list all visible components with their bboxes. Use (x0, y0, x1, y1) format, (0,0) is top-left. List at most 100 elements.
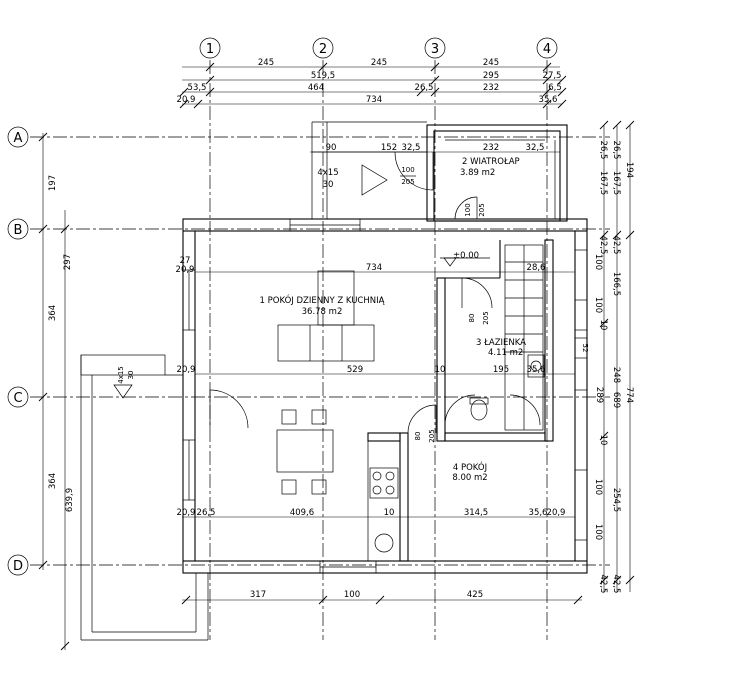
svg-text:35,6: 35,6 (529, 508, 548, 518)
svg-text:4x15: 4x15 (117, 366, 125, 384)
svg-text:100: 100 (593, 297, 603, 313)
svg-text:2: 2 (319, 42, 327, 57)
doors (209, 277, 541, 434)
svg-text:80: 80 (414, 432, 422, 441)
svg-text:100: 100 (464, 203, 472, 216)
svg-text:20,9: 20,9 (177, 508, 196, 518)
svg-text:30: 30 (127, 371, 135, 380)
svg-text:519,5: 519,5 (311, 71, 335, 81)
svg-text:295: 295 (483, 71, 499, 81)
svg-text:20,9: 20,9 (176, 265, 195, 275)
axis-bubble-c: C (7, 386, 29, 408)
svg-text:10: 10 (435, 365, 446, 375)
room-4-area: 8.00 m2 (452, 473, 487, 483)
svg-text:42,5: 42,5 (598, 575, 608, 594)
interior-dimensions: 90 152 32,5 232 32,5 734 27 20,9 28,6 20… (176, 143, 575, 518)
bottom-dimensions: 317 100 425 (181, 590, 583, 605)
room-1-name: 1 POKÓJ DZIENNY Z KUCHNIĄ (260, 294, 385, 306)
svg-text:364: 364 (48, 305, 58, 321)
left-dimensions: 197 297 364 364 639,9 (38, 132, 75, 651)
svg-text:35,6: 35,6 (527, 365, 546, 375)
svg-text:195: 195 (493, 365, 509, 375)
right-dimensions: 26,5 167,5 42,5 100 100 10 10 100 100 42… (593, 120, 635, 594)
svg-text:314,5: 314,5 (464, 508, 488, 518)
svg-text:529: 529 (347, 365, 363, 375)
svg-text:30: 30 (323, 180, 334, 190)
svg-text:245: 245 (258, 58, 274, 68)
interior-walls (367, 239, 554, 562)
axis-bubble-1: 1 (199, 37, 221, 59)
windows (182, 218, 588, 574)
room-labels: 1 POKÓJ DZIENNY Z KUCHNIĄ 36.78 m2 2 WIA… (260, 157, 527, 483)
svg-text:4x15: 4x15 (317, 168, 338, 178)
svg-text:27,5: 27,5 (543, 71, 562, 81)
svg-text:734: 734 (366, 263, 382, 273)
washbasin (527, 354, 545, 378)
svg-text:80: 80 (468, 314, 476, 323)
axis-bubble-3: 3 (424, 37, 446, 59)
svg-text:52: 52 (581, 344, 589, 353)
svg-text:205: 205 (428, 429, 436, 442)
axis-bubble-4: 4 (536, 37, 558, 59)
room-4-name: 4 POKÓJ (453, 461, 487, 473)
svg-text:317: 317 (250, 590, 266, 600)
door-tags: 100 205 100 205 80 205 80 205 (400, 166, 490, 443)
svg-text:364: 364 (48, 473, 58, 489)
svg-text:20,9: 20,9 (177, 95, 196, 105)
svg-text:100: 100 (593, 254, 603, 270)
svg-text:90: 90 (326, 143, 337, 153)
room-2-area: 3.89 m2 (460, 168, 495, 178)
top-dimensions: 245 245 245 519,5 295 27,5 53,5 464 26,5… (177, 58, 567, 109)
svg-text:20,9: 20,9 (547, 508, 566, 518)
svg-text:639,9: 639,9 (65, 488, 75, 512)
svg-text:42,5: 42,5 (611, 236, 621, 255)
svg-text:232: 232 (483, 83, 499, 93)
svg-text:4: 4 (543, 42, 551, 57)
svg-text:167,5: 167,5 (598, 171, 608, 195)
window-tags: 4x15 30 4x15 30 (117, 168, 339, 384)
svg-text:100: 100 (593, 524, 603, 540)
svg-text:205: 205 (478, 203, 486, 216)
svg-text:297: 297 (63, 254, 73, 270)
svg-text:10: 10 (384, 508, 395, 518)
svg-text:205: 205 (401, 178, 414, 186)
svg-text:464: 464 (308, 83, 324, 93)
dining-table (276, 429, 334, 473)
svg-text:248: 248 (611, 367, 621, 383)
room-3-area: 4.11 m2 (488, 348, 523, 358)
svg-text:3: 3 (431, 42, 439, 57)
svg-text:232: 232 (483, 143, 499, 153)
svg-text:A: A (14, 131, 23, 146)
svg-text:±0.00: ±0.00 (453, 251, 479, 261)
staircase (504, 244, 544, 431)
sink (374, 533, 394, 553)
svg-text:289: 289 (594, 387, 604, 403)
svg-text:28,6: 28,6 (527, 263, 546, 273)
axis-bubble-2: 2 (312, 37, 334, 59)
room-3-name: 3 ŁAZIENKA (476, 338, 526, 348)
axis-grid (30, 60, 610, 640)
axis-bubble-b: B (7, 218, 29, 240)
svg-text:32,5: 32,5 (402, 143, 421, 153)
kitchen-counter (367, 440, 401, 562)
svg-text:167,5: 167,5 (611, 171, 621, 195)
svg-text:689: 689 (611, 392, 621, 408)
svg-text:D: D (13, 559, 23, 574)
svg-text:10: 10 (598, 435, 608, 446)
svg-text:27: 27 (180, 256, 191, 266)
svg-text:35,6: 35,6 (539, 95, 558, 105)
cooktop (369, 467, 399, 499)
furniture (276, 270, 545, 562)
svg-text:409,6: 409,6 (290, 508, 314, 518)
svg-text:C: C (13, 391, 22, 406)
svg-text:100: 100 (401, 166, 414, 174)
svg-text:42,5: 42,5 (611, 575, 621, 594)
svg-text:194: 194 (624, 162, 634, 178)
svg-text:32,5: 32,5 (526, 143, 545, 153)
svg-text:245: 245 (483, 58, 499, 68)
svg-text:205: 205 (482, 311, 490, 324)
svg-text:166,5: 166,5 (611, 272, 621, 296)
svg-text:26,5: 26,5 (197, 508, 216, 518)
room-1-area: 36.78 m2 (302, 307, 343, 317)
